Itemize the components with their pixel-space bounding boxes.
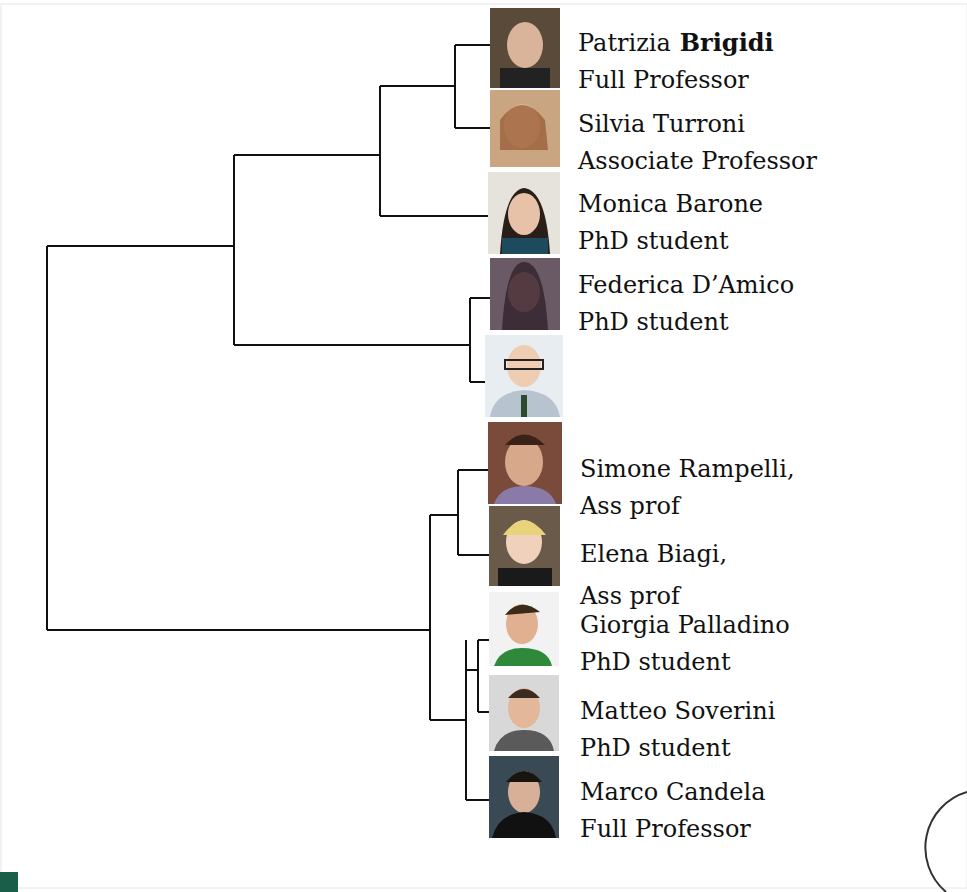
person-surname: Brigidi [680,31,774,55]
person-name: Matteo Soverini [580,699,775,723]
photo [489,756,559,838]
photo [488,422,562,504]
photo [485,335,563,417]
person-role: PhD student [580,736,731,760]
photo [490,90,560,167]
person-role: PhD student [578,310,729,334]
frame [1,4,967,888]
photo [490,258,560,330]
portrait-photos [485,8,563,838]
person-name: Federica D’Amico [578,273,794,297]
person-role: PhD student [578,229,729,253]
person-name: Simone Rampelli, [580,457,795,481]
photo [490,8,560,88]
person-name: Giorgia Palladino [580,613,790,637]
photo [489,592,559,666]
person-name: Patrizia [578,31,671,55]
logo-fragment [925,792,967,892]
person-role: PhD student [580,650,731,674]
person-name: Silvia Turroni [578,112,745,136]
person-role: Full Professor [578,68,749,92]
photo [488,172,560,254]
photo [489,506,560,586]
dendrogram-lines [47,45,490,800]
person-role: Ass prof [580,494,680,518]
person-name: Monica Barone [578,192,763,216]
person-role: Full Professor [580,817,751,841]
person-role: Ass prof [580,584,680,608]
person-role: Associate Professor [578,149,817,173]
person-name: Marco Candela [580,780,766,804]
photo [489,675,559,751]
corner-bar [0,872,18,892]
person-name: Elena Biagi, [580,542,727,566]
